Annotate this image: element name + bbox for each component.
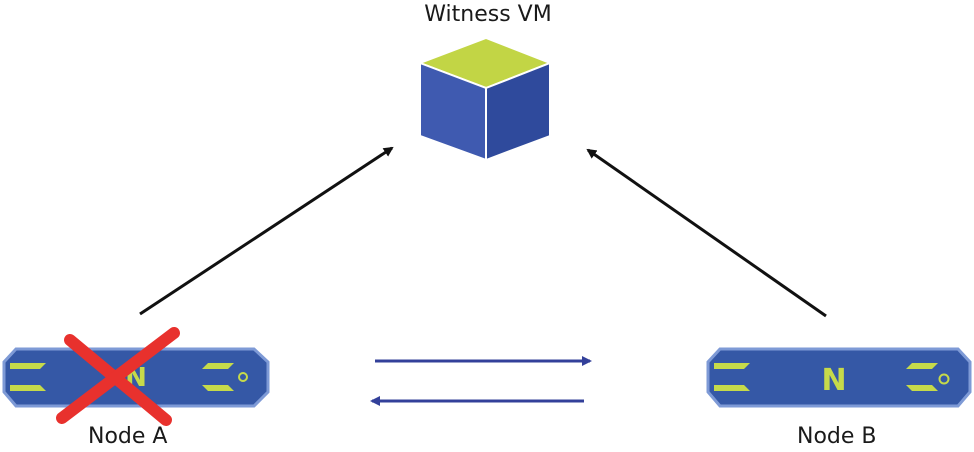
node-b-led: [938, 373, 950, 385]
node-b-icon: N: [706, 347, 972, 408]
arrow-node-b-to-witness: [586, 148, 827, 318]
node-b-letter: N: [821, 363, 846, 398]
red-x-icon: [56, 327, 180, 426]
witness-vm-label-text: Witness VM: [424, 2, 552, 27]
arrow-node-a-to-witness: [139, 146, 394, 316]
node-a-icon: N: [2, 347, 270, 408]
node-a-led: [238, 372, 248, 382]
cube-right-face: [485, 61, 551, 162]
node-a-label: Node A: [88, 424, 168, 449]
node-b-label: Node B: [797, 424, 877, 449]
cube-icon: [417, 36, 553, 162]
witness-vm-label: Witness VM: [0, 2, 974, 27]
